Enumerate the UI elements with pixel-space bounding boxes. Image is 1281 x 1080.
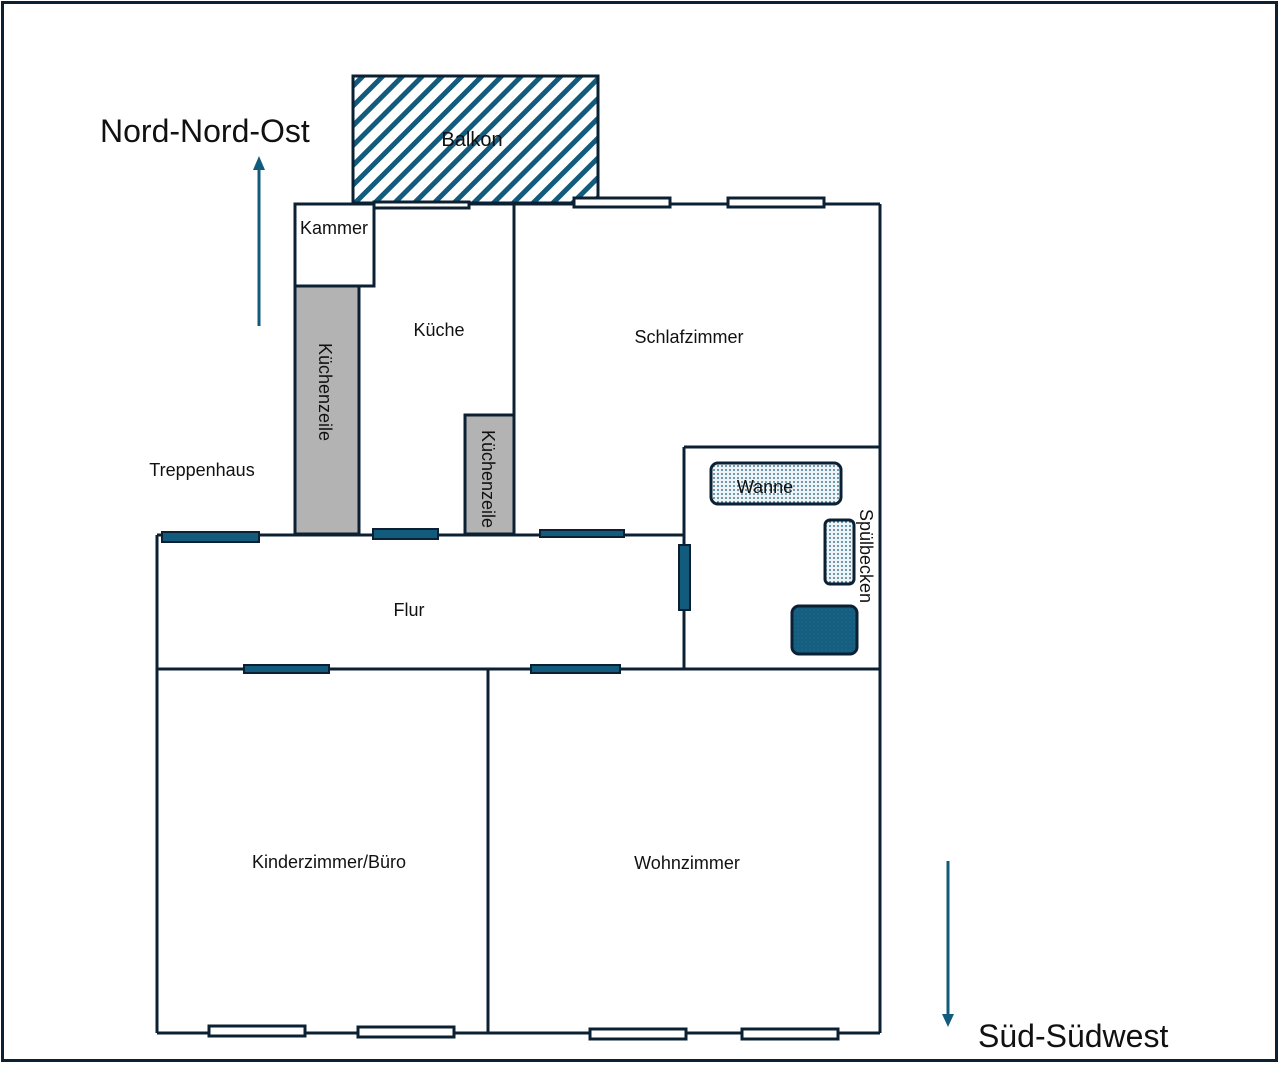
window-kinder-1 [207, 1024, 307, 1038]
window-wohn-2 [740, 1027, 840, 1041]
window-kinder-2 [356, 1025, 456, 1039]
kammer-label: Kammer [300, 218, 368, 238]
door-entrance [161, 531, 260, 543]
windows [207, 196, 840, 1041]
treppenhaus-label: Treppenhaus [149, 460, 254, 480]
door-bedroom [539, 529, 625, 538]
window-kitchen [372, 200, 471, 210]
door-wohnzimmer [530, 664, 621, 674]
kuechenzeile-label-2: Küchenzeile [478, 430, 498, 528]
kammer-room [293, 202, 376, 288]
schlafzimmer-label: Schlafzimmer [634, 327, 743, 347]
door-kitchen [372, 528, 439, 540]
sink [823, 518, 856, 586]
kueche-label: Küche [413, 320, 464, 340]
doors [161, 528, 691, 674]
south-arrow-icon [942, 861, 954, 1027]
window-wohn-1 [588, 1027, 688, 1041]
wohnzimmer-label: Wohnzimmer [634, 853, 740, 873]
door-bathroom [678, 544, 691, 611]
bathtub [709, 461, 843, 506]
kuechenzeile-label-1: Küchenzeile [315, 343, 335, 441]
balcony [351, 74, 600, 205]
north-arrow-icon [253, 156, 265, 326]
spuelbecken-label: Spülbecken [856, 509, 876, 603]
window-bedroom-2 [726, 196, 826, 209]
north-label: Nord-Nord-Ost [100, 113, 310, 149]
south-label: Süd-Südwest [978, 1018, 1168, 1054]
toilet [790, 604, 859, 656]
door-kinderzimmer [243, 664, 330, 674]
flur-label: Flur [394, 600, 425, 620]
balkon-label: Balkon [441, 129, 502, 151]
wanne-label: Wanne [737, 477, 793, 497]
kinderzimmer-label: Kinderzimmer/Büro [252, 852, 406, 872]
window-bedroom-1 [572, 196, 672, 209]
